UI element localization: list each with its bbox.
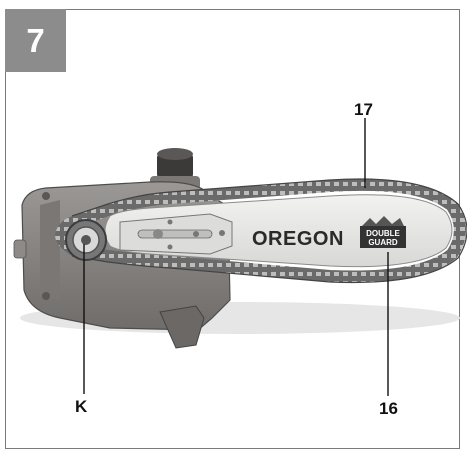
shaft-stub: [13, 239, 27, 259]
bar-brand-text: OREGON: [252, 228, 344, 250]
callout-16: 16: [379, 399, 398, 418]
saw-chain: [55, 178, 466, 283]
double-guard-logo: DOUBLE GUARD: [360, 216, 406, 248]
drive-sprocket: [65, 219, 107, 261]
housing-rib: [40, 200, 60, 300]
tension-knob: [150, 148, 200, 190]
chain-outer-edge: [71, 178, 467, 284]
housing-screw-bottom: [42, 292, 50, 300]
callout-17: 17: [354, 100, 373, 119]
svg-text:GUARD: GUARD: [368, 238, 398, 247]
svg-text:DOUBLE: DOUBLE: [366, 229, 400, 238]
bucking-spike: [159, 305, 205, 349]
callout-k: K: [75, 397, 88, 416]
housing-screw-top: [42, 192, 50, 200]
figure-number-badge: 7: [5, 9, 66, 72]
bar-mounting-plate: [119, 213, 233, 255]
